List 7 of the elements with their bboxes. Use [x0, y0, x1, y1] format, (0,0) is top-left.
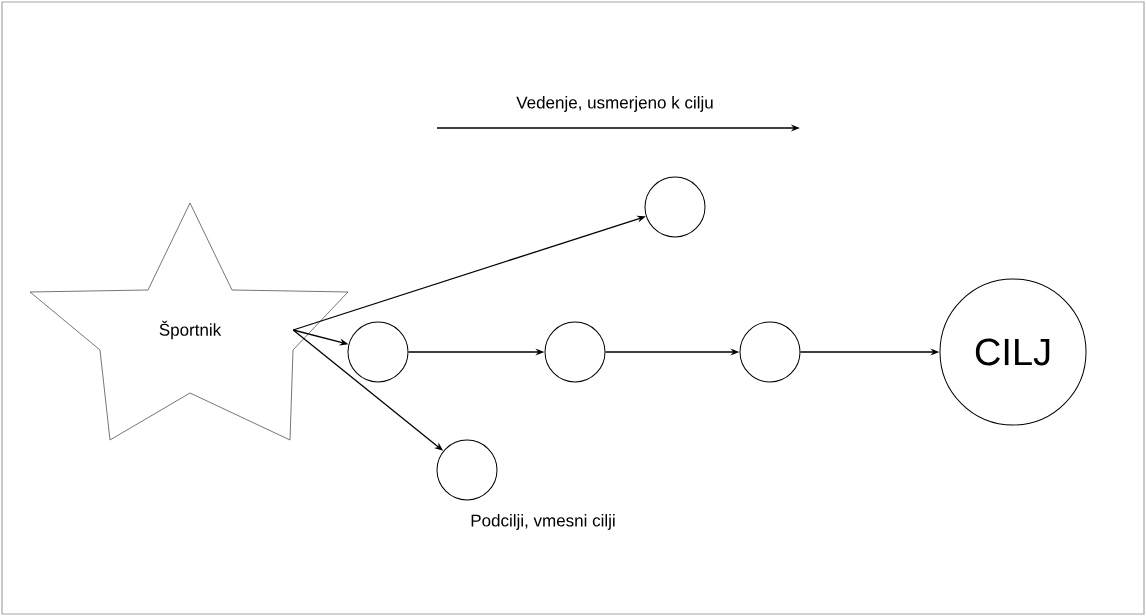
subgoal-circle [347, 321, 409, 383]
subgoal-circle [436, 439, 498, 501]
caption-text: Vedenje, usmerjeno k cilju [516, 96, 713, 112]
caption-text: Podcilji, vmesni cilji [471, 514, 615, 530]
subgoal-circle [739, 321, 801, 383]
subgoal-circle [644, 176, 706, 238]
subgoal-circle [544, 321, 606, 383]
